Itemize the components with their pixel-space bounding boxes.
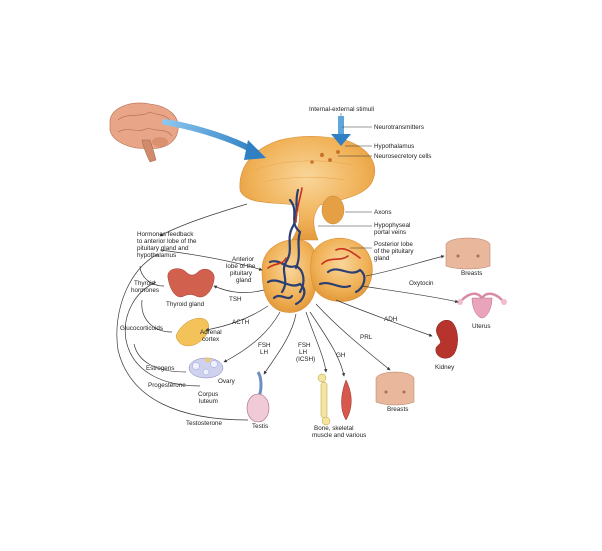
label-lh-2: LH — [299, 349, 308, 356]
label-acth: ACTH — [232, 319, 250, 326]
axon-bulb — [321, 195, 345, 225]
label-posterior-3: gland — [374, 255, 390, 262]
label-anterior-2: lobe of the — [226, 263, 256, 270]
pituitary-gland — [261, 195, 373, 313]
label-posterior-2: of the pituitary — [374, 248, 414, 255]
label-ovary: Ovary — [218, 378, 236, 385]
label-posterior-1: Posterior lobe — [374, 241, 413, 248]
label-neurotransmitters: Neurotransmitters — [374, 124, 424, 131]
label-adh: ADH — [384, 316, 398, 323]
label-feedback-2: to anterior lobe of the — [137, 238, 197, 245]
label-adrenal-2: cortex — [202, 336, 220, 343]
stimuli-arrow — [331, 116, 351, 146]
labels: Internal-external stimuli Neurotransmitt… — [120, 106, 491, 439]
label-kidney: Kidney — [435, 364, 455, 371]
label-adrenal-1: Adrenal — [200, 329, 222, 336]
label-hypothalamus: Hypothalamus — [374, 143, 414, 150]
breasts-top-icon — [445, 237, 491, 270]
label-testosterone: Testosterone — [186, 420, 223, 427]
hormone-arrows — [116, 203, 459, 421]
label-anterior-1: Anterior — [232, 256, 254, 263]
label-bone-2: muscle and various — [312, 432, 366, 439]
label-breasts-top: Breasts — [461, 270, 482, 277]
label-portal-1: Hypophyseal — [374, 222, 410, 229]
ovary-icon — [188, 357, 224, 379]
label-prl: PRL — [360, 334, 373, 341]
breasts-bottom-icon — [375, 371, 415, 406]
portal-vessels — [266, 187, 366, 306]
label-feedback-3: pituitary gland and — [137, 245, 189, 252]
label-anterior-3: pituitary — [230, 270, 253, 277]
brain-icon — [109, 102, 179, 163]
label-neurosecretory: Neurosecretory cells — [374, 153, 431, 160]
uterus-icon — [457, 292, 507, 319]
testis-icon — [246, 371, 270, 423]
label-gh: GH — [336, 352, 346, 359]
brain-signal-arrow — [162, 119, 266, 160]
label-anterior-4: gland — [236, 277, 252, 284]
label-progesterone: Progesterone — [148, 382, 186, 389]
label-oxytocin: Oxytocin — [409, 280, 434, 287]
label-breasts-bottom: Breasts — [387, 406, 408, 413]
label-testis: Testis — [252, 423, 268, 430]
muscle-icon — [341, 379, 352, 421]
label-glucocorticoids: Glucocorticoids — [120, 325, 163, 332]
label-fsh-2: FSH — [298, 342, 311, 349]
bone-icon — [317, 373, 331, 426]
label-uterus: Uterus — [472, 323, 491, 330]
label-corpus-1: Corpus — [198, 391, 218, 398]
label-thyroid-hormones-2: hormones — [131, 287, 159, 294]
label-feedback-4: hypothalamus — [137, 252, 176, 259]
label-thyroid-hormones-1: Thyroid — [134, 280, 155, 287]
label-corpus-2: luteum — [199, 398, 218, 405]
label-stimuli: Internal-external stimuli — [309, 106, 374, 113]
label-portal-2: portal veins — [374, 229, 406, 236]
adrenal-cortex-icon — [175, 318, 209, 347]
label-lh-1: LH — [260, 349, 269, 356]
label-axons: Axons — [374, 209, 392, 216]
label-estrogens: Estrogens — [146, 365, 174, 372]
label-feedback-1: Hormones feedback — [137, 231, 194, 238]
label-bone-1: Bone, skeletal — [314, 425, 354, 432]
neurosecretory-cells — [310, 150, 340, 164]
thyroid-gland-icon — [167, 268, 215, 298]
label-icsh: (ICSH) — [296, 356, 315, 363]
kidney-icon — [435, 320, 458, 359]
label-thyroid-gland: Thyroid gland — [166, 301, 205, 308]
hypothalamus-region — [239, 135, 375, 241]
label-fsh-1: FSH — [258, 342, 271, 349]
label-tsh: TSH — [229, 296, 242, 303]
